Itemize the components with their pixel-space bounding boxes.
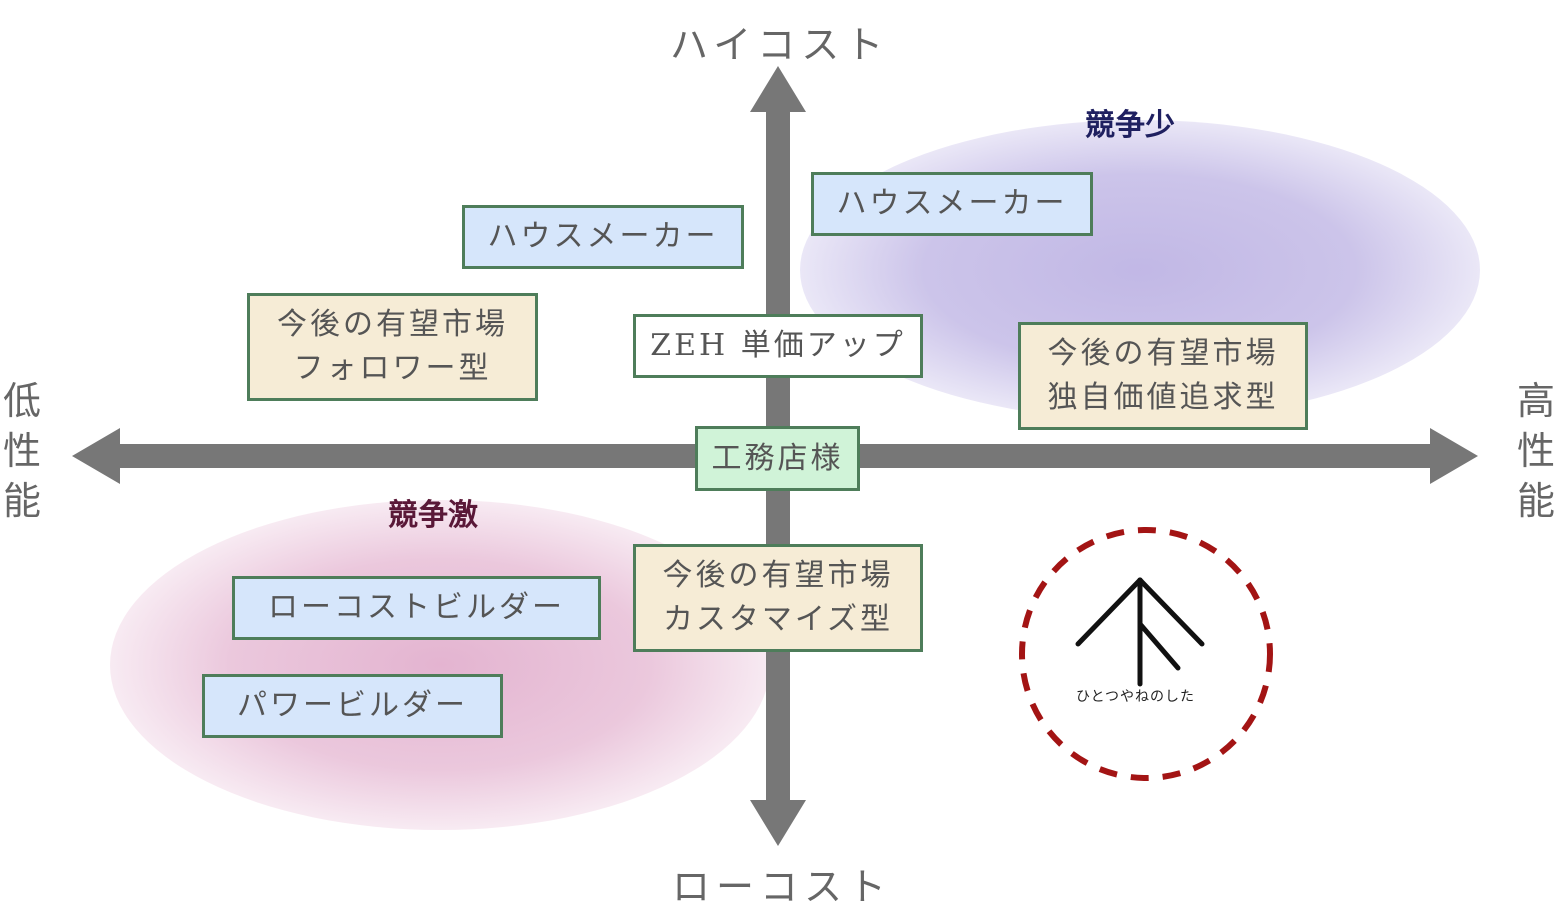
zone-label-low-competition: 競争少 <box>1085 108 1175 143</box>
company-logo <box>1019 527 1273 781</box>
market-line-1: 今後の有望市場 <box>1047 336 1279 371</box>
axis-char: 性 <box>1516 429 1555 473</box>
axis-char: 高 <box>1516 379 1555 423</box>
power-builder-box: パワービルダー <box>202 674 503 738</box>
zeh-price-up-box: ZEH 単価アップ <box>633 314 923 378</box>
roof-icon <box>1075 577 1205 687</box>
housemaker-box-low-performance: ハウスメーカー <box>462 205 744 269</box>
housemaker-label: ハウスメーカー <box>487 219 719 254</box>
axis-char: 能 <box>1516 479 1555 523</box>
axis-label-low-performance: 低性能 <box>0 376 44 526</box>
logo-text: ひとつやねのした <box>1076 689 1196 705</box>
axis-char: 性 <box>2 429 41 473</box>
arrow-up-icon <box>750 66 806 112</box>
axis-label-low-cost: ローコスト <box>672 865 893 909</box>
housemaker-label: ハウスメーカー <box>836 186 1068 221</box>
market-line-2: フォロワー型 <box>293 351 492 386</box>
center-label: 工務店様 <box>711 440 844 476</box>
axis-label-high-cost: ハイコスト <box>670 23 890 67</box>
zone-label-high-competition: 競争激 <box>388 498 478 533</box>
center-builder-box: 工務店様 <box>695 426 860 491</box>
axis-label-high-performance: 高性能 <box>1514 376 1558 526</box>
lowcost-builder-box: ローコストビルダー <box>232 576 601 640</box>
unique-value-market-box: 今後の有望市場 独自価値追求型 <box>1018 322 1308 430</box>
axis-char: 能 <box>2 479 41 523</box>
housemaker-box-high-performance: ハウスメーカー <box>811 172 1093 236</box>
lowcost-label: ローコストビルダー <box>268 590 565 625</box>
market-line-1: 今後の有望市場 <box>662 558 894 593</box>
market-line-2: 独自価値追求型 <box>1047 380 1279 415</box>
zeh-label: ZEH 単価アップ <box>650 328 906 363</box>
arrow-left-icon <box>72 428 120 484</box>
market-line-2: カスタマイズ型 <box>662 602 894 637</box>
logo-dashed-ring <box>1019 527 1273 781</box>
follower-market-box: 今後の有望市場 フォロワー型 <box>247 293 538 401</box>
arrow-right-icon <box>1430 428 1478 484</box>
axis-char: 低 <box>2 379 41 423</box>
customize-market-box: 今後の有望市場 カスタマイズ型 <box>633 544 923 652</box>
arrow-down-icon <box>750 800 806 846</box>
power-label: パワービルダー <box>237 688 468 723</box>
market-line-1: 今後の有望市場 <box>277 307 508 342</box>
